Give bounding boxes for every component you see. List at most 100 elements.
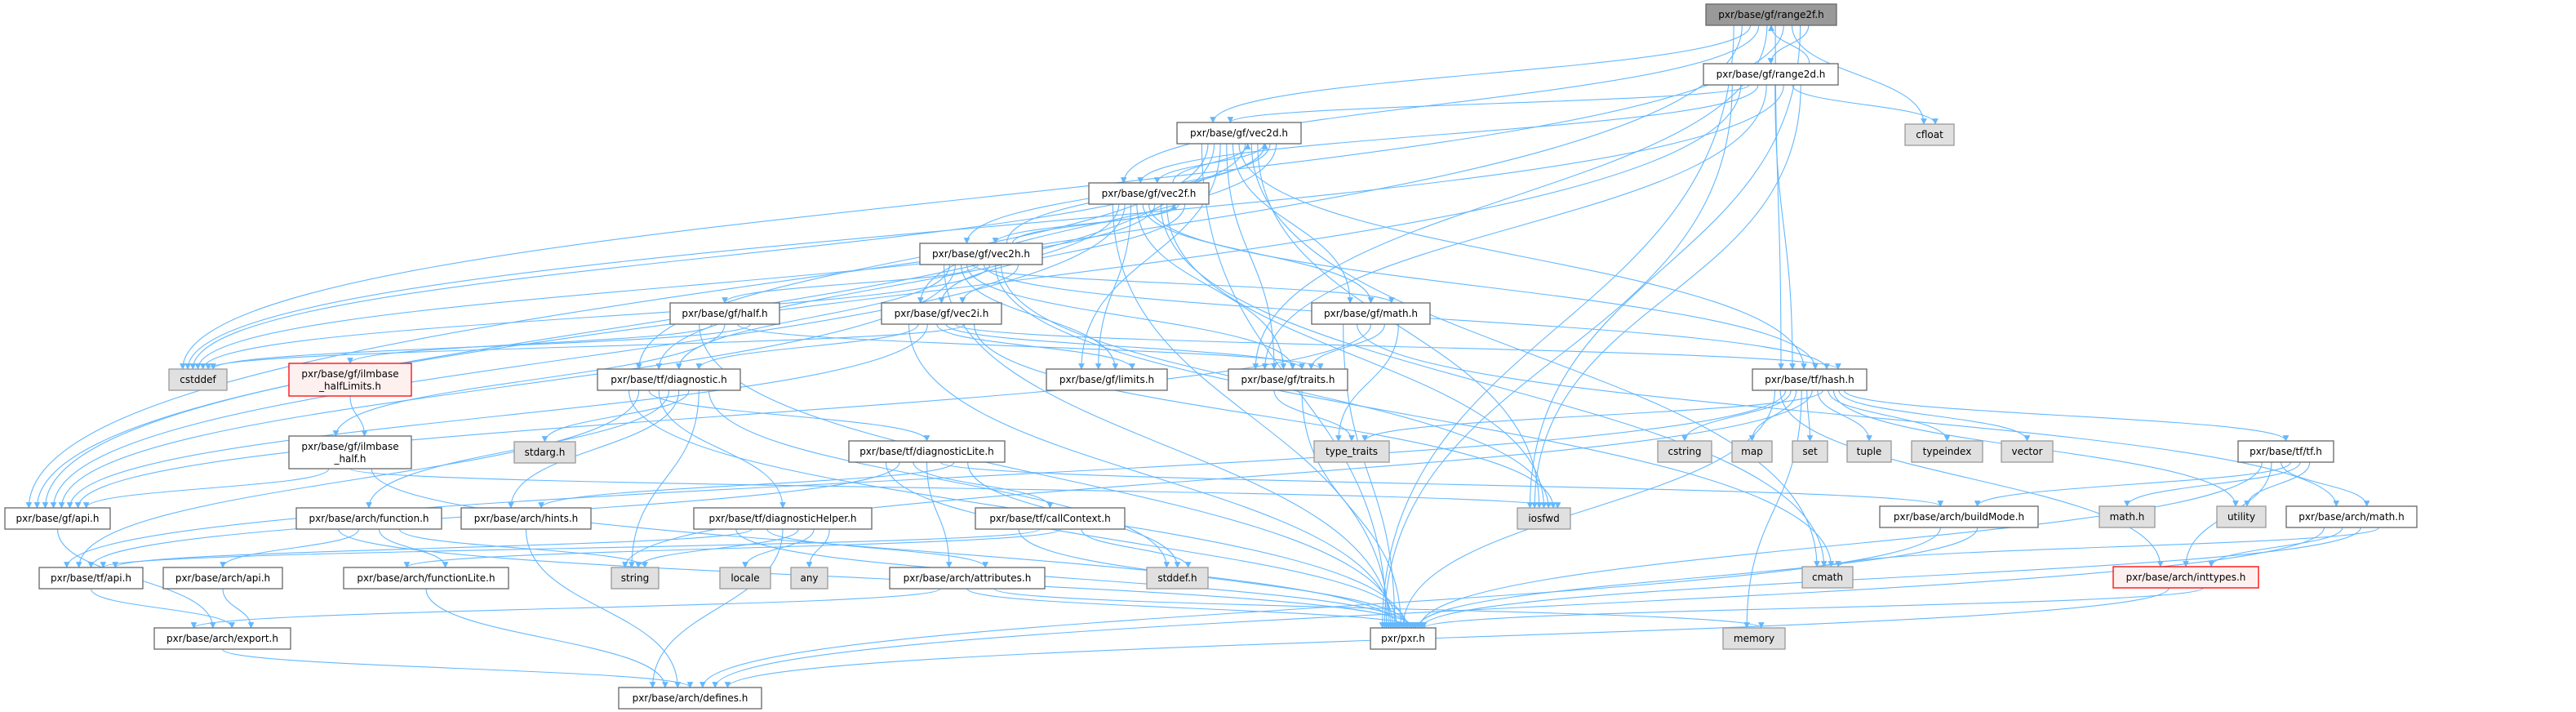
node-diagnostic[interactable]: pxr/base/tf/diagnostic.h [597,368,741,391]
node-box [4,507,111,530]
node-label: pxr/base/gf/ilmbase [301,368,398,380]
node-gfmath[interactable]: pxr/base/gf/math.h [1311,302,1431,325]
edge-range2f-to-iosfwd [1526,24,1801,509]
node-tftf[interactable]: pxr/base/tf/tf.h [2237,440,2334,463]
edge-hash-to-pxr [1400,389,1776,629]
node-label: map [1741,446,1763,457]
node-archmath[interactable]: pxr/base/arch/math.h [2285,505,2418,528]
edge-gfmath-to-traits [1308,323,1385,370]
node-vec2f[interactable]: pxr/base/gf/vec2f.h [1088,182,1210,205]
node-box [848,440,1006,463]
node-label: utility [2227,511,2255,523]
node-buildMode[interactable]: pxr/base/arch/buildMode.h [1879,505,2039,528]
edge-diagHelper-to-defines [649,528,784,688]
edge-archmath-to-pxr [1419,527,2361,629]
node-halfLimits[interactable]: pxr/base/gf/ilmbase_halfLimits.h [288,363,412,397]
edge-vec2f-to-vec2i [938,203,1186,304]
node-vec2d[interactable]: pxr/base/gf/vec2d.h [1176,122,1302,145]
node-gfapi[interactable]: pxr/base/gf/api.h [4,507,111,530]
node-range2f[interactable]: pxr/base/gf/range2f.h [1705,3,1837,26]
node-inttypes[interactable]: pxr/base/arch/inttypes.h [2112,566,2259,589]
node-label: memory [1734,633,1774,644]
edge-inttypes-to-pxr [1420,587,2204,629]
node-archfunc[interactable]: pxr/base/arch/function.h [295,507,442,530]
node-label: iosfwd [1528,513,1559,524]
node-box [975,507,1126,530]
node-stdarg: stdarg.h [513,441,576,464]
node-funcLite[interactable]: pxr/base/arch/functionLite.h [343,567,509,590]
edge-diagHelper-to-attributes [766,528,988,568]
edge-diagnostic-to-string [628,389,700,568]
node-label: string [621,572,649,584]
node-half[interactable]: pxr/base/gf/half.h [669,302,780,325]
edge-range2d-to-gfapi [33,84,1742,509]
edge-vec2d-to-hash [1238,143,1807,370]
node-vec2i[interactable]: pxr/base/gf/vec2i.h [881,302,1002,325]
node-box [162,567,283,590]
node-cstring: cstring [1657,440,1712,463]
node-label: pxr/base/gf/vec2h.h [932,248,1030,260]
node-pxr[interactable]: pxr/pxr.h [1370,627,1437,650]
node-archapi[interactable]: pxr/base/arch/api.h [162,567,283,590]
edge-gfmath-to-type_traits [1335,323,1399,442]
edge-vec2d-to-traits [1226,143,1277,370]
node-vec2h[interactable]: pxr/base/gf/vec2h.h [919,243,1043,265]
edge-callContext-to-tfapi [100,528,1041,568]
edge-diagnostic-to-hints [508,389,680,509]
node-box [2216,505,2267,528]
edge-hash-to-typeindex [1828,389,1951,442]
edge-ilmhalf-to-gfapi [82,468,330,509]
node-label: type_traits [1326,446,1378,457]
node-box [1517,507,1571,530]
node-box [1228,368,1348,391]
node-hash[interactable]: pxr/base/tf/hash.h [1752,368,1868,391]
edge-archfunc-to-string [398,528,648,568]
node-label: cstring [1668,446,1701,457]
node-memory: memory [1722,627,1786,650]
edge-hash-to-cstring [1681,389,1792,442]
node-set: set [1792,440,1828,463]
node-box [919,243,1043,265]
edge-range2f-to-vec2f [1120,24,1760,184]
node-diagHelper[interactable]: pxr/base/tf/diagnosticHelper.h [693,507,873,530]
node-traits[interactable]: pxr/base/gf/traits.h [1228,368,1348,391]
node-label: any [800,572,818,584]
node-hints[interactable]: pxr/base/arch/hints.h [460,507,592,530]
edge-attributes-to-pxr [966,588,1419,629]
node-limits[interactable]: pxr/base/gf/limits.h [1046,368,1168,391]
node-box [2285,505,2418,528]
node-diagLite[interactable]: pxr/base/tf/diagnosticLite.h [848,440,1006,463]
node-label: _halfLimits.h [318,380,381,392]
edge-range2d-to-vec2d [1227,84,1750,123]
edge-traits-to-pxr [1301,389,1405,629]
node-export[interactable]: pxr/base/arch/export.h [153,627,291,650]
node-callContext[interactable]: pxr/base/tf/callContext.h [975,507,1126,530]
node-box [288,435,412,469]
node-defines[interactable]: pxr/base/arch/defines.h [618,687,762,710]
node-tfapi[interactable]: pxr/base/tf/api.h [38,567,144,590]
edge-funcLite-to-defines [425,588,668,688]
edge-diagHelper-to-tfapi [112,528,753,568]
edge-hash-to-tuple [1817,389,1872,442]
edge-diagnostic-to-tfapi [75,389,640,568]
node-box [295,507,442,530]
edge-range2d-to-vec2f [1137,84,1759,184]
edge-vec2d-to-limits [1078,143,1221,370]
edge-vec2f-to-vec2d [1172,143,1251,184]
node-range2d[interactable]: pxr/base/gf/range2d.h [1703,63,1839,86]
node-box [1313,440,1390,463]
edge-half-to-traits [737,323,1324,370]
edge-hash-to-set [1806,389,1814,442]
edge-attributes-to-export [190,588,941,629]
node-attributes[interactable]: pxr/base/arch/attributes.h [889,567,1046,590]
node-box [2237,440,2334,463]
node-label: pxr/base/arch/functionLite.h [357,572,495,584]
node-ilmhalf[interactable]: pxr/base/gf/ilmbase_half.h [288,435,412,469]
node-label: pxr/base/gf/traits.h [1241,374,1335,385]
edge-hash-to-tftf [1843,389,2290,442]
edge-ilmhalf-to-iosfwd [349,468,1561,509]
edge-tftf-to-archmath [2281,461,2370,507]
node-box [1703,63,1839,86]
node-box [881,302,1002,325]
node-label: pxr/base/gf/range2d.h [1717,69,1826,80]
